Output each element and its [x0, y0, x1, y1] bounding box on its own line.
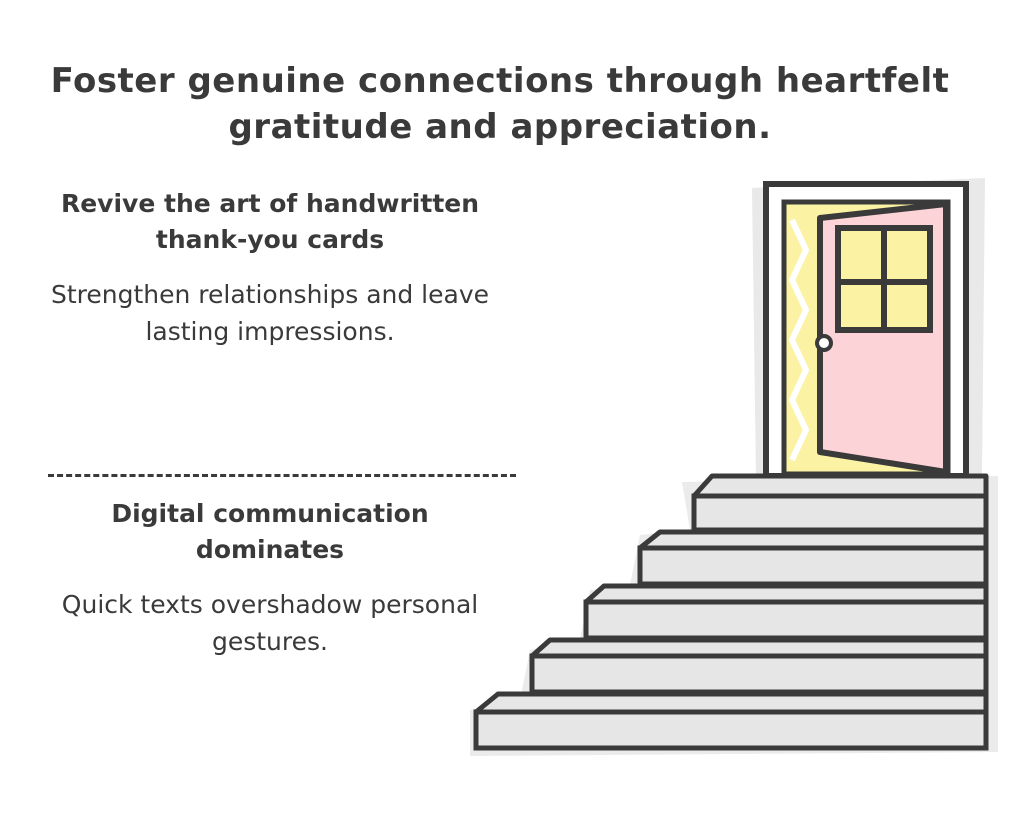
upper-section: Revive the art of handwritten thank-you …	[50, 186, 490, 350]
upper-section-text: Strengthen relationships and leave lasti…	[50, 280, 490, 346]
open-door-icon	[752, 178, 985, 479]
door-and-stairs-illustration	[470, 178, 998, 756]
upper-section-title: Revive the art of handwritten thank-you …	[60, 189, 480, 254]
lower-section-title: Digital communication dominates	[111, 499, 429, 564]
section-divider	[48, 474, 516, 477]
headline: Foster genuine connections through heart…	[50, 61, 950, 147]
lower-section-text: Quick texts overshadow personal gestures…	[61, 590, 479, 656]
staircase-icon	[470, 473, 998, 756]
lower-section: Digital communication dominates Quick te…	[60, 496, 480, 660]
